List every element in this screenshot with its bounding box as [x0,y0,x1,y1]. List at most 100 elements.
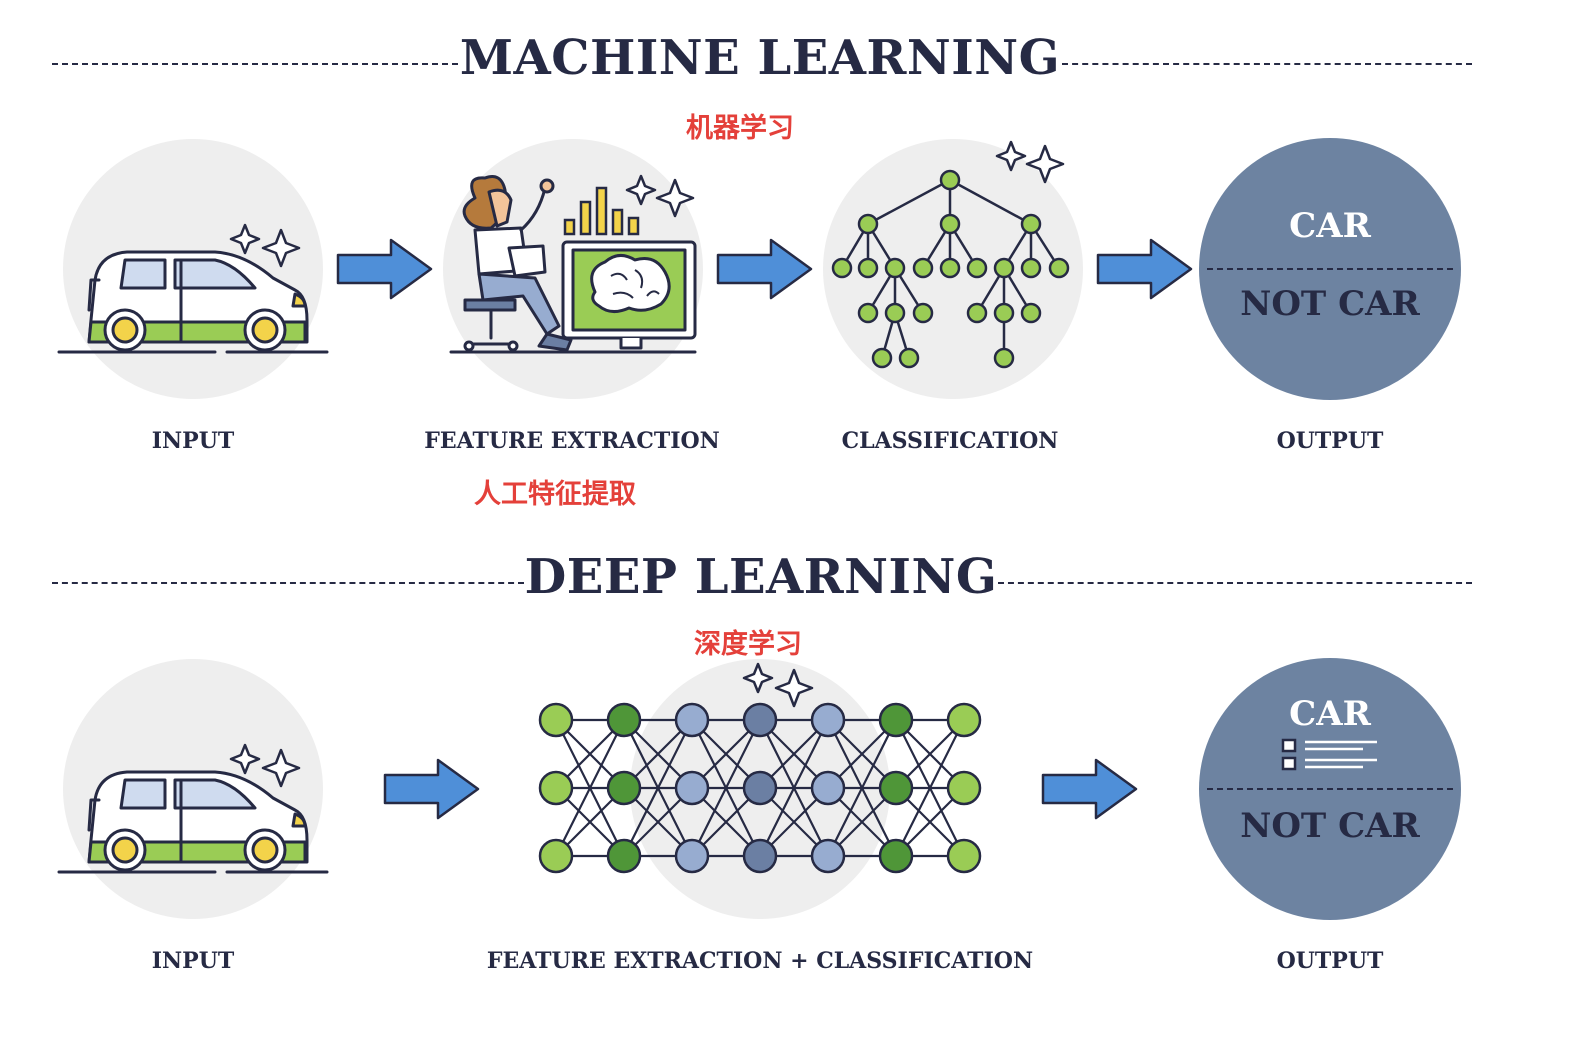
arrow-right-icon [336,238,433,300]
arrow-right-icon [1041,758,1138,820]
nn-node [674,702,710,738]
dl-output-circle: CAR NOT CAR [1199,658,1461,920]
nn-node [878,702,914,738]
tree-node [1048,257,1070,279]
dl-divider-left [52,582,524,584]
arrow-right-icon [383,758,480,820]
tree-node [1020,302,1042,324]
ml-output-not-car: NOT CAR [1240,284,1420,324]
nn-node [606,702,642,738]
tree-edge [949,178,1032,226]
nn-node [810,702,846,738]
ml-divider-right [1062,63,1472,65]
bar-chart-icon [563,186,640,236]
nn-node [742,770,778,806]
tree-node [1020,257,1042,279]
ml-classification-tree [823,139,1083,399]
nn-node [946,702,982,738]
nn-node [606,838,642,874]
nn-edge [555,719,625,857]
nn-edge [827,719,897,857]
ml-label-input: INPUT [151,428,235,454]
dl-output-car: CAR [1289,694,1371,734]
tree-edge [867,178,951,226]
checklist-icon [1281,738,1377,771]
dl-arrow-1 [383,758,480,820]
nn-node [606,770,642,806]
tree-node [993,257,1015,279]
dl-title: DEEP LEARNING [524,549,998,605]
dl-label-input: INPUT [151,948,235,974]
arrow-right-icon [1096,238,1193,300]
tree-node [912,302,934,324]
ml-title-cn: 机器学习 [686,113,794,144]
sparkle-icon [229,743,301,788]
tree-node [939,169,961,191]
nn-node [878,838,914,874]
ml-feature-extraction-illustration [443,139,703,399]
ml-label-output: OUTPUT [1276,428,1384,454]
ml-feature-extraction-note-cn: 人工特征提取 [474,479,636,510]
tree-node [884,257,906,279]
tree-node [993,302,1015,324]
sparkle-icon [742,662,814,708]
sparkle-icon [625,174,695,218]
tree-node [871,347,893,369]
sparkle-icon [229,223,301,268]
tree-node [884,302,906,324]
dl-input-car-illustration [57,659,329,919]
monitor-brain-icon [561,240,697,350]
dl-arrow-2 [1041,758,1138,820]
nn-node [946,838,982,874]
nn-node [946,770,982,806]
nn-node [538,838,574,874]
ml-label-feature-extraction: FEATURE EXTRACTION [424,428,720,454]
nn-node [674,838,710,874]
tree-node [898,347,920,369]
tree-node [857,213,879,235]
tree-node [966,257,988,279]
tree-node [939,213,961,235]
tree-node [966,302,988,324]
nn-node [810,770,846,806]
ml-output-car: CAR [1289,206,1371,246]
nn-edge [759,719,829,857]
sparkle-icon [995,140,1065,184]
tree-node [939,257,961,279]
dl-title-cn: 深度学习 [694,629,802,660]
ml-input-car-illustration [57,139,329,399]
tree-node [857,257,879,279]
ml-divider-left [52,63,458,65]
nn-node [538,702,574,738]
ml-arrow-2 [716,238,813,300]
nn-node [742,702,778,738]
dl-output-divider [1207,788,1453,790]
dl-divider-right [998,582,1472,584]
dl-label-output: OUTPUT [1276,948,1384,974]
ml-title: MACHINE LEARNING [459,30,1061,86]
tree-node [993,347,1015,369]
nn-edge [623,719,693,857]
arrow-right-icon [716,238,813,300]
nn-node [742,838,778,874]
ml-output-circle: CAR NOT CAR [1199,138,1461,400]
tree-node [1020,213,1042,235]
ml-arrow-3 [1096,238,1193,300]
nn-edge [895,719,965,857]
person-working-icon [449,175,697,354]
nn-node [674,770,710,806]
car-icon [57,770,329,874]
nn-node [538,770,574,806]
nn-node [878,770,914,806]
dl-label-feature-extraction-classification: FEATURE EXTRACTION + CLASSIFICATION [486,948,1034,974]
nn-edge [691,719,761,857]
tree-node [831,257,853,279]
dl-neural-network [538,659,982,919]
ml-label-classification: CLASSIFICATION [841,428,1059,454]
tree-node [912,257,934,279]
nn-node [810,838,846,874]
ml-output-divider [1207,268,1453,270]
dl-output-not-car: NOT CAR [1240,806,1420,846]
car-icon [57,250,329,354]
ml-arrow-1 [336,238,433,300]
